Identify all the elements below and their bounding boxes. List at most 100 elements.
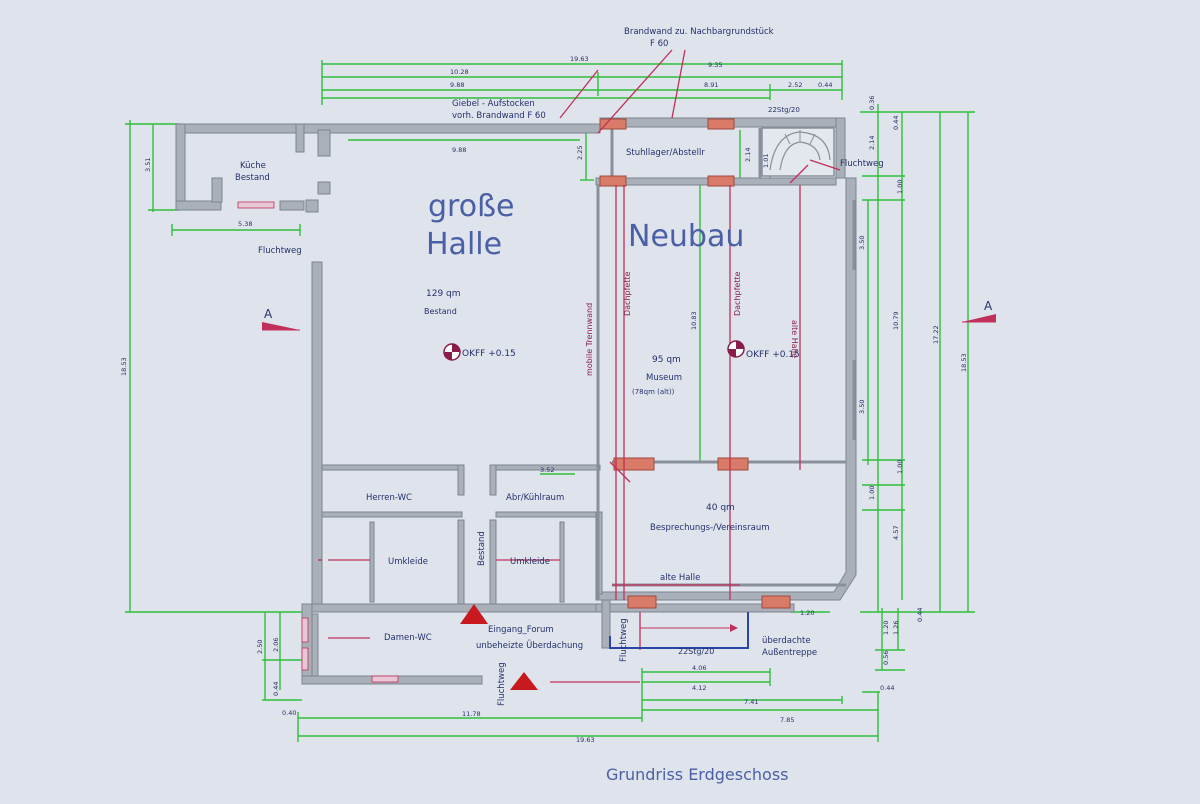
dim-right-4-57: 4.57 bbox=[892, 526, 900, 540]
dim-left-height: 3.51 bbox=[144, 158, 152, 172]
dim-bottom-11-78: 11.78 bbox=[462, 710, 481, 718]
room-grosse-halle-bestand: Bestand bbox=[424, 307, 457, 316]
room-abr-kuehlraum: Abr/Kühlraum bbox=[506, 493, 564, 503]
dim-top-9-35: 9.35 bbox=[708, 61, 722, 69]
dim-right-10-79: 10.79 bbox=[892, 311, 900, 330]
callout-giebel-line2: vorh. Brandwand F 60 bbox=[452, 111, 546, 121]
label-dachpfette-left: Dachpfette bbox=[623, 271, 632, 316]
label-fluchtweg-top-right: Fluchtweg bbox=[840, 159, 884, 169]
dim-inner-3-50b: 3.50 bbox=[858, 400, 866, 414]
dim-top-9-88: 9.88 bbox=[450, 81, 464, 89]
openings bbox=[237, 201, 399, 683]
dim-right-1-20: 1.20 bbox=[882, 621, 890, 635]
dim-right-1-00a: 1.00 bbox=[896, 180, 904, 194]
dim-abr-width: 3.52 bbox=[540, 466, 554, 474]
dim-inner-9-88: 9.88 bbox=[452, 146, 466, 154]
callout-brandwand-line1: Brandwand zu. Nachbargrundstück bbox=[624, 27, 774, 37]
room-alte-halle-horizontal: alte Halle bbox=[660, 573, 700, 583]
exit-marker-icon bbox=[510, 672, 538, 690]
label-dachpfette-right: Dachpfette bbox=[733, 271, 742, 316]
dim-bottom-right-0-44: 0.44 bbox=[880, 684, 894, 692]
dim-kueche-width: 5.38 bbox=[238, 220, 252, 228]
level-left-label: OKFF +0.15 bbox=[462, 349, 516, 359]
label-fluchtweg-mid: Fluchtweg bbox=[619, 618, 629, 662]
dim-bottom-4-06: 4.06 bbox=[692, 664, 706, 672]
dim-right-0-44-bottom: 0.44 bbox=[916, 608, 924, 622]
room-umkleide-left: Umkleide bbox=[388, 557, 428, 567]
room-grosse-halle-area: 129 qm bbox=[426, 289, 461, 299]
dim-right-2-14: 2.14 bbox=[868, 136, 876, 150]
dim-bottom-total: 19.63 bbox=[576, 736, 595, 744]
dim-left-0-44: 0.44 bbox=[272, 682, 280, 696]
level-marker-left-icon bbox=[443, 343, 461, 361]
dim-left-2-50: 2.50 bbox=[256, 640, 264, 654]
level-right-label: OKFF +0.15 bbox=[746, 350, 800, 360]
dim-bottom-0-40: 0.40 bbox=[282, 709, 296, 717]
dim-bottom-7-41: 7.41 bbox=[744, 698, 758, 706]
level-marker-right-icon bbox=[727, 340, 745, 358]
dim-inner-3-50a: 3.50 bbox=[858, 236, 866, 250]
room-kueche-line1: Küche bbox=[240, 161, 266, 171]
section-marker-right bbox=[962, 314, 996, 323]
room-damen-wc: Damen-WC bbox=[384, 633, 432, 643]
dim-top-8-91: 8.91 bbox=[704, 81, 718, 89]
drawing-title: Grundriss Erdgeschoss bbox=[606, 765, 789, 784]
dim-inner-2-25: 2.25 bbox=[576, 146, 584, 160]
room-museum-note: (78qm (alt)) bbox=[632, 388, 675, 396]
section-marker-left bbox=[262, 322, 300, 331]
dim-top-0-44: 0.44 bbox=[818, 81, 832, 89]
room-bestand-vertical: Bestand bbox=[477, 531, 487, 566]
dim-top-2-52: 2.52 bbox=[788, 81, 802, 89]
label-alte-halle-vertical: alte Halle bbox=[790, 320, 799, 358]
dimension-labels: 19.63 10.28 9.35 9.88 8.91 2.52 0.44 9.8… bbox=[120, 55, 968, 744]
room-grosse-halle-line1: große bbox=[428, 189, 514, 224]
dim-top-total: 19.63 bbox=[570, 55, 589, 63]
room-aussentreppe-line2: Außentreppe bbox=[762, 648, 817, 658]
entrance-marker-icon bbox=[460, 604, 488, 624]
dim-top-10-28: 10.28 bbox=[450, 68, 469, 76]
section-marker-right-label: A bbox=[984, 299, 993, 313]
room-neubau: Neubau bbox=[628, 219, 744, 254]
room-eingang-line2: unbeheizte Überdachung bbox=[476, 640, 583, 651]
label-fluchtweg-left: Fluchtweg bbox=[258, 246, 302, 256]
dim-right-total: 18.53 bbox=[960, 353, 968, 372]
dim-left-total: 18.53 bbox=[120, 357, 128, 376]
room-besprechung-area: 40 qm bbox=[706, 503, 735, 513]
dim-left-2-06: 2.06 bbox=[272, 638, 280, 652]
room-kueche-line2: Bestand bbox=[235, 173, 270, 183]
dim-inner-2-14: 2.14 bbox=[744, 148, 752, 162]
callout-brandwand-line2: F 60 bbox=[650, 39, 668, 49]
room-aussentreppe-line1: überdachte bbox=[762, 636, 811, 646]
dim-right-17-22: 17.22 bbox=[932, 325, 940, 344]
dim-inner-10-83: 10.83 bbox=[690, 311, 698, 330]
dim-right-1-00b: 1.00 bbox=[896, 460, 904, 474]
staircase-top bbox=[761, 127, 835, 177]
dim-right-1-26: 1.26 bbox=[892, 621, 900, 635]
dim-bottom-7-85: 7.85 bbox=[780, 716, 794, 724]
dim-right-0-56: 0.56 bbox=[882, 651, 890, 665]
dim-bottom-1-20: 1.20 bbox=[800, 609, 814, 617]
dim-right-1-00c: 1.00 bbox=[868, 486, 876, 500]
section-marker-left-label: A bbox=[264, 307, 273, 321]
room-museum-area: 95 qm bbox=[652, 355, 681, 365]
room-museum-name: Museum bbox=[646, 373, 682, 383]
room-stuhllager: Stuhllager/Abstellr bbox=[626, 148, 705, 158]
dim-bottom-4-12: 4.12 bbox=[692, 684, 706, 692]
room-herren-wc: Herren-WC bbox=[366, 493, 412, 503]
room-umkleide-right: Umkleide bbox=[510, 557, 550, 567]
room-eingang-line1: Eingang_Forum bbox=[488, 625, 554, 635]
staircase-bottom bbox=[609, 612, 749, 649]
stairs-bottom-label: 22Stg/20 bbox=[678, 647, 714, 656]
dim-right-0-44: 0.44 bbox=[892, 116, 900, 130]
dimension-lines bbox=[125, 60, 975, 742]
room-besprechung-name: Besprechungs-/Vereinsraum bbox=[650, 523, 769, 533]
dim-right-0-36: 0.36 bbox=[868, 96, 876, 110]
label-fluchtweg-bottom: Fluchtweg bbox=[497, 662, 507, 706]
room-grosse-halle-line2: Halle bbox=[426, 227, 502, 262]
stairs-top-label: 22Stg/20 bbox=[768, 106, 800, 114]
callout-giebel-line1: Giebel - Aufstocken bbox=[452, 99, 535, 109]
red-lines bbox=[318, 49, 841, 683]
dim-inner-1-01: 1.01 bbox=[762, 154, 770, 168]
